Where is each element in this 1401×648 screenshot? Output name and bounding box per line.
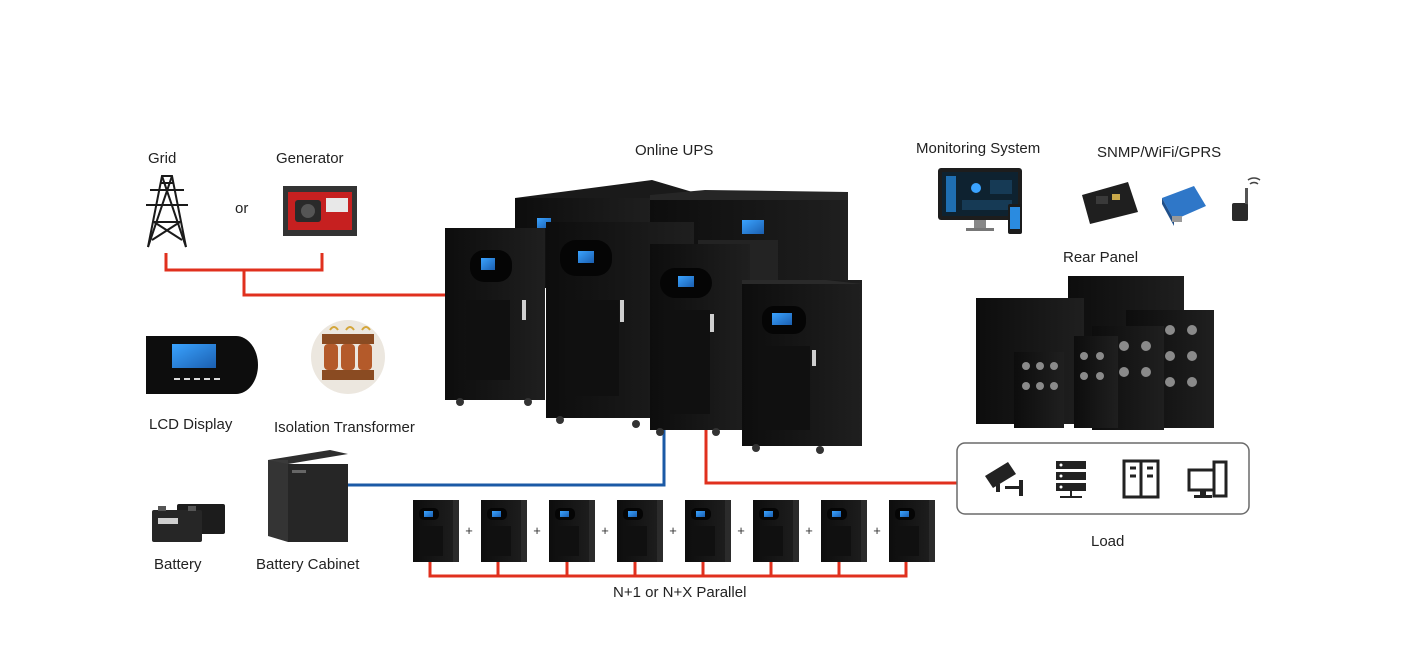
battery-line xyxy=(348,425,666,487)
load-label: Load xyxy=(1091,533,1125,550)
parallel-plus-sign: + xyxy=(737,523,745,538)
parallel-ups-unit xyxy=(889,500,935,562)
parallel-ups-unit xyxy=(685,500,731,562)
monitoring-system-label: Monitoring System xyxy=(916,140,1041,157)
cctv-camera-icon xyxy=(985,462,1023,496)
cabinet-icon xyxy=(1122,459,1160,499)
parallel-ups-unit xyxy=(821,500,867,562)
online-ups-label: Online UPS xyxy=(635,142,714,159)
parallel-plus-sign: + xyxy=(805,523,813,538)
parallel-ups-unit xyxy=(549,500,595,562)
parallel-ups-unit xyxy=(413,500,459,562)
parallel-plus-sign: + xyxy=(873,523,881,538)
online-ups-group xyxy=(445,180,862,454)
battery-image xyxy=(152,504,225,542)
parallel-plus-sign: + xyxy=(669,523,677,538)
isolation-transformer-label: Isolation Transformer xyxy=(274,419,415,436)
monitoring-monitor-icon xyxy=(938,168,1022,234)
rear-panel-group xyxy=(976,276,1214,430)
input-power-line xyxy=(164,253,446,297)
rear-panel-label: Rear Panel xyxy=(1063,249,1139,266)
parallel-bus xyxy=(428,562,908,578)
server-rack-icon xyxy=(1056,461,1086,498)
gprs-module-icon xyxy=(1232,177,1261,221)
parallel-ups-row: + + + + + + + xyxy=(413,500,935,562)
battery-cabinet-image xyxy=(268,450,348,542)
or-label: or xyxy=(235,200,249,217)
isolation-transformer-image xyxy=(311,320,385,394)
battery-label: Battery xyxy=(154,556,202,573)
grid-label: Grid xyxy=(148,150,177,167)
wifi-module-icon xyxy=(1162,186,1206,226)
generator-icon xyxy=(283,186,357,236)
generator-label: Generator xyxy=(276,150,344,167)
parallel-plus-sign: + xyxy=(465,523,473,538)
parallel-ups-unit xyxy=(753,500,799,562)
parallel-ups-unit xyxy=(617,500,663,562)
battery-cabinet-label: Battery Cabinet xyxy=(256,556,360,573)
parallel-plus-sign: + xyxy=(601,523,609,538)
parallel-plus-sign: + xyxy=(533,523,541,538)
parallel-label: N+1 or N+X Parallel xyxy=(613,584,747,601)
desktop-computer-icon xyxy=(1187,460,1228,498)
lcd-display-label: LCD Display xyxy=(149,416,233,433)
parallel-ups-unit xyxy=(481,500,527,562)
snmp-wifi-gprs-label: SNMP/WiFi/GPRS xyxy=(1097,144,1222,161)
output-power-line xyxy=(704,425,958,485)
load-box xyxy=(956,442,1250,515)
grid-tower-icon xyxy=(146,175,188,248)
snmp-card-icon xyxy=(1082,182,1138,224)
lcd-display-panel xyxy=(146,336,258,394)
